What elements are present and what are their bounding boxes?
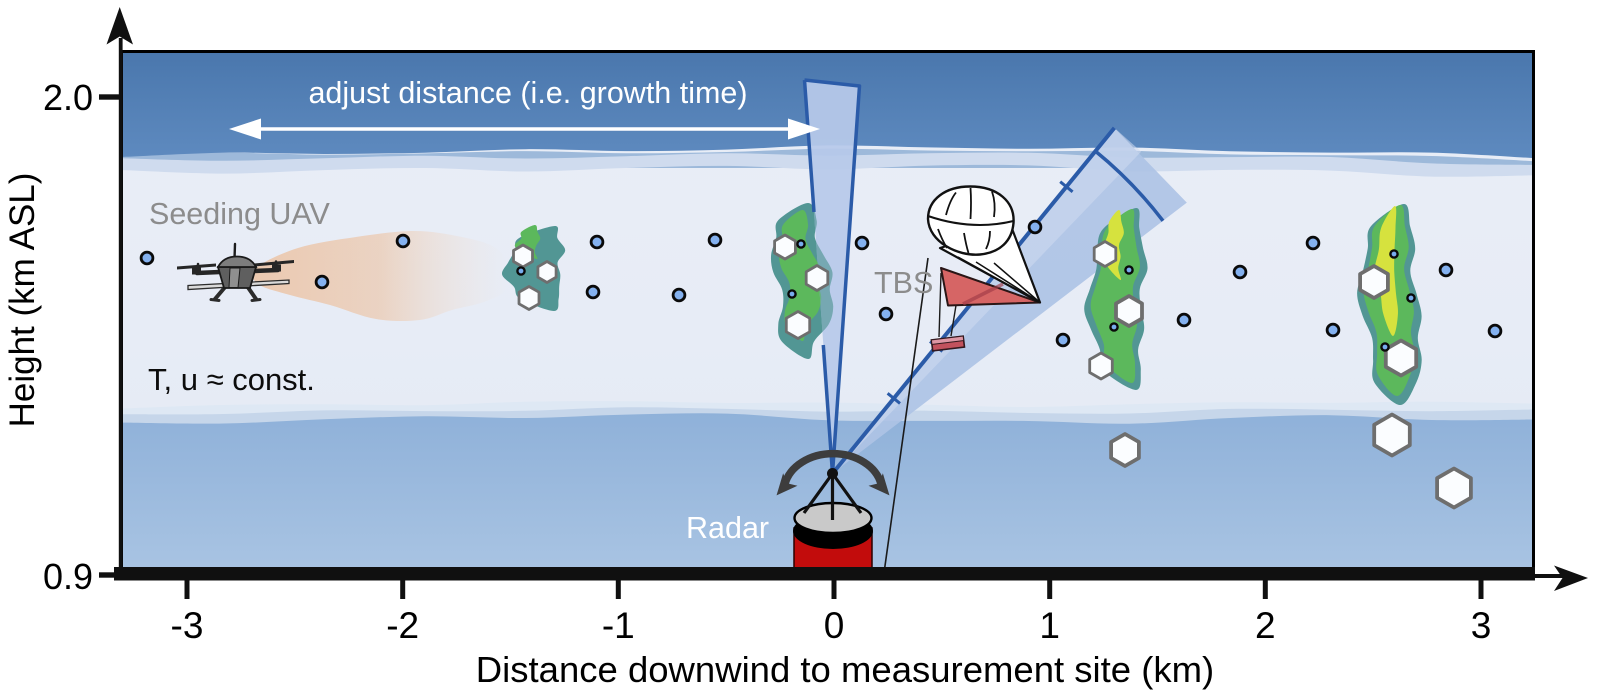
svg-text:adjust distance (i.e. growth t: adjust distance (i.e. growth time) [308, 76, 747, 110]
svg-text:0.9: 0.9 [43, 556, 93, 597]
svg-text:1: 1 [1039, 605, 1060, 646]
svg-text:TBS: TBS [874, 266, 933, 300]
svg-text:-2: -2 [386, 605, 419, 646]
svg-text:3: 3 [1471, 605, 1492, 646]
svg-text:-3: -3 [171, 605, 204, 646]
svg-text:0: 0 [824, 605, 845, 646]
svg-text:Seeding UAV: Seeding UAV [149, 197, 331, 231]
svg-text:-1: -1 [602, 605, 635, 646]
svg-text:2: 2 [1255, 605, 1276, 646]
svg-text:Distance downwind to measureme: Distance downwind to measurement site (k… [476, 649, 1214, 690]
svg-text:Radar: Radar [686, 511, 769, 545]
svg-text:Height (km ASL): Height (km ASL) [3, 173, 42, 428]
svg-text:2.0: 2.0 [43, 77, 93, 118]
svg-text:T, u ≈ const.: T, u ≈ const. [148, 362, 315, 397]
